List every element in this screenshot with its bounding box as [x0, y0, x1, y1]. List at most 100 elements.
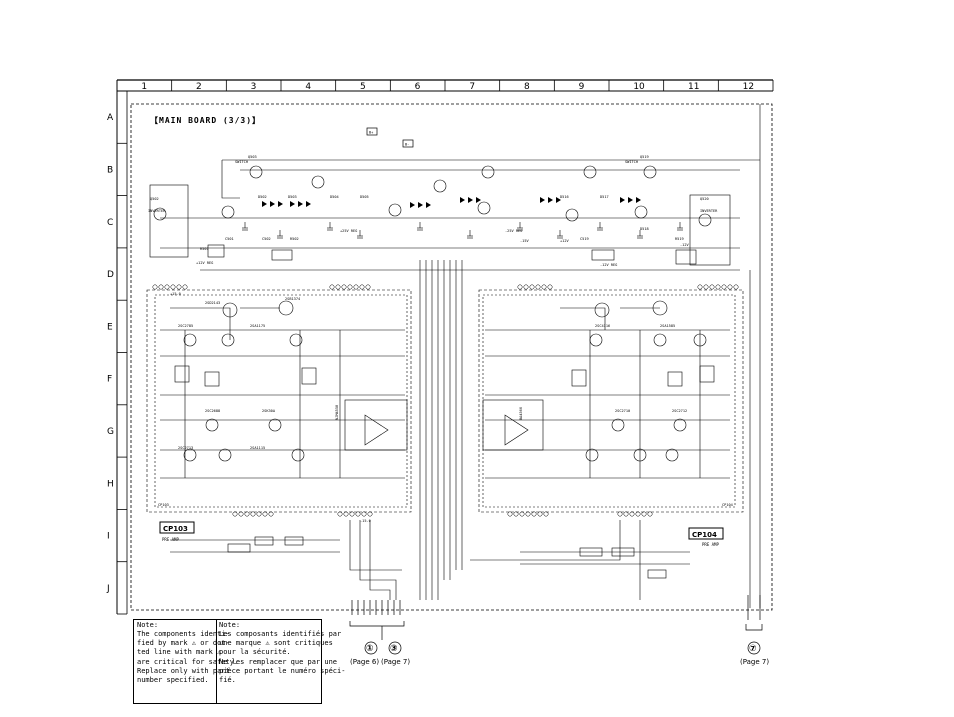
b-plus-label: B+ — [369, 131, 374, 135]
column-label: 9 — [579, 82, 585, 92]
left-inner-label: CP103 — [158, 503, 169, 507]
note-body-fr: Les composants identifiés par une marque… — [219, 630, 346, 685]
page-ref-6: (Page 6) — [350, 658, 379, 666]
voltage-label: +12V — [560, 239, 569, 243]
supply-label-left: R501 — [200, 247, 209, 251]
page-ref-7-left: (Page 7) — [381, 658, 410, 666]
transistor-label: 2SC4116 — [595, 324, 610, 328]
transistor-label: 2SC2688 — [205, 409, 220, 413]
voltage-label: -12V REG — [600, 263, 617, 267]
voltage-label: -15V — [520, 239, 529, 243]
row-labels: A B C D E F G H I J — [106, 113, 114, 594]
voltage-label: +25V REG — [340, 229, 357, 233]
column-label: 12 — [743, 82, 754, 92]
right-inner-label: CP104 — [722, 503, 733, 507]
supply-label-right: R519 — [675, 237, 684, 241]
row-label: D — [107, 270, 114, 280]
column-label: 7 — [469, 82, 475, 92]
column-label: 11 — [688, 82, 699, 92]
note-heading-fr: Note: — [219, 621, 241, 629]
right-block-label-box — [688, 527, 724, 540]
voltage-label: -25V REG — [505, 229, 522, 233]
note-divider — [216, 620, 217, 703]
center-bus — [349, 104, 761, 608]
transistor-label: 2SA1115 — [250, 446, 265, 450]
supply-label-left: C501 — [225, 237, 234, 241]
row-label: C — [107, 218, 113, 228]
board-title: 【MAIN BOARD (3/3)】 — [150, 115, 261, 125]
page-ref-7-right: (Page 7) — [740, 658, 769, 666]
ic-label: BA4560 — [519, 407, 523, 420]
power-supply-section — [149, 159, 760, 271]
supply-label-right: Q520 — [700, 197, 709, 201]
sheet-frame — [116, 79, 774, 615]
left-block-label-box — [159, 521, 195, 534]
supply-label-left: D503 — [288, 195, 297, 199]
left-preamp-block — [146, 289, 412, 513]
row-label: B — [107, 165, 113, 175]
right-block-label: CP104 — [692, 531, 717, 539]
column-label: 1 — [141, 82, 147, 92]
supply-label-left: SWITCH — [235, 160, 248, 164]
connector-ref-7: ⑦ — [749, 644, 757, 654]
transistor-label: 2SC2712 — [672, 409, 687, 413]
connector-strips — [152, 284, 739, 517]
supply-label-left: D505 — [360, 195, 369, 199]
voltage-label: +12V REG — [196, 261, 213, 265]
transistor-label: 2SA1585 — [660, 324, 675, 328]
supply-label-left: INVERTER — [148, 209, 166, 213]
supply-label-right: C519 — [580, 237, 589, 241]
row-label: E — [107, 322, 113, 332]
column-label: 10 — [633, 82, 645, 92]
supply-label-left: Q503 — [248, 155, 257, 159]
supply-label-right: D518 — [640, 227, 649, 231]
safety-note: Note: The components identi- fied by mar… — [133, 619, 345, 704]
transistor-label: 2SB1374 — [285, 297, 300, 301]
column-label: 6 — [415, 82, 421, 92]
left-block-label: CP103 — [163, 525, 188, 533]
transistor-label: 2SC2713 — [178, 446, 193, 450]
supply-label-left: R502 — [290, 237, 299, 241]
voltage-label: +15.0 — [170, 292, 181, 296]
row-label: H — [107, 479, 114, 489]
supply-label-right: D516 — [560, 195, 569, 199]
transistor-label: 2SC2785 — [178, 324, 193, 328]
row-label: A — [107, 113, 114, 123]
supply-label-left: D502 — [258, 195, 267, 199]
voltage-label: -12V — [680, 243, 689, 247]
column-label: 5 — [360, 82, 366, 92]
component-labels: 2SC2785 2SA1175 2SD2143 2SB1374 2SC2713 2SA11… — [148, 155, 718, 523]
output-connectors — [349, 595, 763, 655]
right-preamp-block — [478, 289, 744, 513]
voltage-label: -15.0 — [360, 519, 371, 523]
column-label: 4 — [305, 82, 311, 92]
supply-label-left: Q502 — [150, 197, 159, 201]
transistor-label: 2SA1175 — [250, 324, 265, 328]
bottom-section — [170, 536, 690, 579]
supply-label-right: Q519 — [640, 155, 649, 159]
column-label: 8 — [524, 82, 530, 92]
supply-label-right: SWITCH — [625, 160, 638, 164]
column-label: 2 — [196, 82, 202, 92]
connector-ref-1: ① — [366, 644, 374, 654]
column-label: 3 — [251, 82, 257, 92]
rail-markers: B+ B- — [366, 127, 414, 148]
right-block-sublabel: PRE AMP — [702, 542, 719, 547]
transistor-label: 2SC2710 — [615, 409, 630, 413]
supply-label-right: D517 — [600, 195, 609, 199]
ic-label: NJM4558 — [335, 405, 339, 420]
connector-ref-3: ③ — [390, 644, 398, 654]
row-label: I — [107, 532, 110, 542]
row-label: J — [106, 584, 110, 594]
left-block-sublabel: PRE AMP — [162, 537, 179, 542]
transistor-label: 2SK30A — [262, 409, 276, 413]
supply-label-left: D504 — [330, 195, 339, 199]
row-label: G — [107, 427, 114, 437]
supply-label-right: INVERTER — [700, 209, 718, 213]
b-minus-label: B- — [405, 143, 409, 147]
supply-label-left: C502 — [262, 237, 271, 241]
row-label: F — [107, 375, 112, 385]
transistor-label: 2SD2143 — [205, 301, 220, 305]
